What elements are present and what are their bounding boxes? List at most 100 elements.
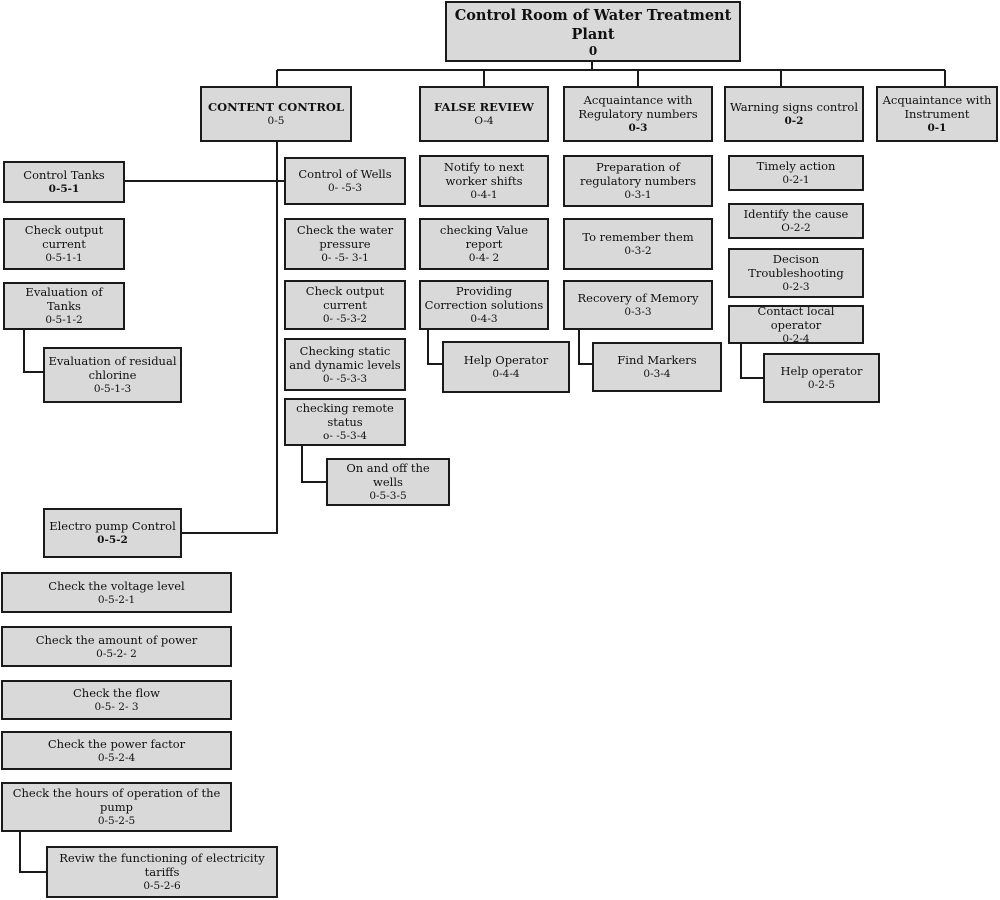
node-0-5-3-1: Check the water pressure 0- -5- 3-1 [284, 218, 406, 270]
node-label: Check the amount of power [35, 632, 198, 647]
node-0-5-1-1: Check output current 0-5-1-1 [3, 218, 125, 270]
node-label: On and off the wells [346, 461, 430, 489]
node-code: 0-5-2-6 [143, 880, 181, 892]
node-label: checking Value report [439, 223, 529, 251]
node-code: 0-5-3-5 [369, 490, 407, 502]
node-label: FALSE REVIEW [434, 100, 534, 114]
node-code: O-4 [474, 115, 494, 127]
node-0-2-4: Contact local operator 0-2-4 [728, 305, 864, 344]
node-code: 0- -5-3-2 [322, 313, 368, 325]
node-code: 0-1 [927, 122, 947, 134]
node-code: 0-3-4 [643, 368, 671, 380]
node-0-2-2: Identify the cause O-2-2 [728, 203, 864, 239]
node-0-2-1: Timely action 0-2-1 [728, 155, 864, 191]
node-label: Check output current [24, 223, 104, 251]
node-0-4-1: Notify to next worker shifts 0-4-1 [419, 155, 549, 207]
node-0-5-3-4: checking remote status o- -5-3-4 [284, 398, 406, 446]
node-label: Find Markers [617, 353, 697, 367]
node-code: 0-2-3 [782, 281, 810, 293]
node-code: 0-2 [784, 115, 804, 127]
node-label: Control Room of Water Treatment Plant [454, 6, 732, 43]
node-code: 0-3 [628, 122, 648, 134]
node-code: 0-5-1 [48, 183, 80, 195]
node-label: Acquaintance with Regulatory numbers [578, 93, 698, 121]
node-label: Evaluation of Tanks [25, 285, 103, 313]
node-0-5-2-3: Check the flow 0-5- 2- 3 [1, 680, 232, 720]
node-0-5-2: Electro pump Control 0-5-2 [43, 508, 182, 558]
node-0-5: CONTENT CONTROL 0-5 [200, 86, 352, 142]
node-0-3-3: Recovery of Memory 0-3-3 [563, 280, 713, 330]
node-label: Check the power factor [47, 736, 186, 751]
node-0-2: Warning signs control 0-2 [724, 86, 864, 142]
node-label: Notify to next worker shifts [443, 160, 525, 188]
node-label: Identify the cause [743, 207, 849, 221]
node-code: 0-3-1 [624, 189, 652, 201]
node-code: 0-5-2 [97, 534, 128, 546]
node-code: 0-4- 2 [468, 252, 500, 264]
node-label: Check the flow [72, 686, 160, 700]
node-code: 0- -5-3 [327, 182, 363, 194]
node-code: 0-2-1 [782, 174, 810, 186]
connector-to-find-markers [578, 330, 592, 365]
connector-to-wells-off [301, 446, 326, 483]
node-code: 0-5 [267, 115, 285, 127]
node-label: Contact local operator [757, 305, 835, 332]
node-0-2-5: Help operator 0-2-5 [763, 353, 880, 403]
node-0-5-3-3: Checking static and dynamic levels 0- -5… [284, 338, 406, 391]
node-code: 0-4-3 [470, 313, 498, 325]
node-label: CONTENT CONTROL [208, 100, 344, 114]
node-0-3-1: Preparation of regulatory numbers 0-3-1 [563, 155, 713, 207]
node-code: 0-5- 2- 3 [94, 701, 139, 713]
node-code: 0-2-5 [807, 379, 836, 391]
connector-to-help-operator-0-4-4 [427, 330, 442, 365]
node-code: 0-5-2-1 [97, 593, 136, 606]
node-code: 0-4-4 [492, 368, 520, 380]
node-label: Acquaintance with Instrument [882, 93, 992, 121]
connector-0-5-trunk [182, 142, 278, 534]
node-label: Help Operator [463, 353, 549, 367]
node-code: 0- -5-3-3 [322, 372, 368, 385]
node-label: Check the hours of operation of the pump [12, 786, 221, 814]
node-0-4-4: Help Operator 0-4-4 [442, 341, 570, 393]
node-code: 0-5-2- 2 [96, 647, 137, 660]
node-label: Providing Correction solutions [424, 284, 544, 312]
node-code: 0 [588, 43, 598, 58]
node-label: Warning signs control [729, 100, 859, 114]
node-root: Control Room of Water Treatment Plant 0 [445, 1, 741, 62]
node-label: Control of Wells [298, 167, 392, 181]
node-0-3-2: To remember them 0-3-2 [563, 218, 713, 270]
node-code: O-2-2 [781, 222, 811, 234]
node-0-5-3: Control of Wells 0- -5-3 [284, 157, 406, 205]
node-code: 0-5-1-2 [45, 314, 83, 326]
node-code: 0-4-1 [470, 189, 498, 201]
node-label: To remember them [582, 230, 694, 244]
node-code: 0-5-2-4 [97, 751, 136, 764]
node-0-3: Acquaintance with Regulatory numbers 0-3 [563, 86, 713, 142]
node-0-2-3: Decison Troubleshooting 0-2-3 [728, 248, 864, 298]
node-label: Checking static and dynamic levels [289, 343, 401, 372]
node-label: Decison Troubleshooting [748, 252, 844, 280]
node-label: Check output current [305, 284, 385, 312]
node-label: Electro pump Control [49, 519, 176, 533]
node-0-4-2: checking Value report 0-4- 2 [419, 218, 549, 270]
node-0-5-2-1: Check the voltage level 0-5-2-1 [1, 572, 232, 613]
node-0-5-3-2: Check output current 0- -5-3-2 [284, 280, 406, 330]
node-0-4-3: Providing Correction solutions 0-4-3 [419, 280, 549, 330]
node-0-5-2-4: Check the power factor 0-5-2-4 [1, 731, 232, 770]
node-label: Reviw the functioning of electricity tar… [59, 851, 265, 879]
node-0-5-3-5: On and off the wells 0-5-3-5 [326, 458, 450, 506]
node-code: 0-3-2 [624, 245, 652, 257]
node-0-3-4: Find Markers 0-3-4 [592, 342, 722, 392]
node-0-5-1-3: Evaluation of residual chlorine 0-5-1-3 [43, 347, 182, 403]
node-label: Check the water pressure [296, 223, 394, 251]
node-label: Help operator [780, 364, 863, 378]
node-0-4: FALSE REVIEW O-4 [419, 86, 549, 142]
node-code: 0-3-3 [624, 306, 652, 318]
node-code: o- -5-3-4 [323, 430, 367, 442]
node-code: 0-5-1-1 [45, 252, 83, 264]
node-label: Check the voltage level [48, 578, 185, 593]
node-0-5-1-2: Evaluation of Tanks 0-5-1-2 [3, 282, 125, 330]
node-label: Timely action [756, 159, 836, 173]
node-label: Control Tanks [23, 168, 105, 182]
